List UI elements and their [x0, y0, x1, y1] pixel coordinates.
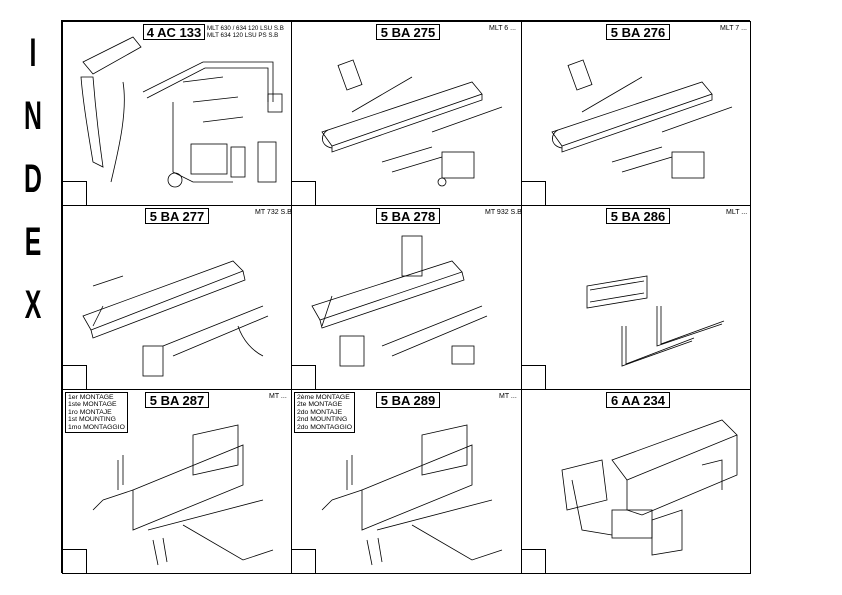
panel-5ba289[interactable]: 2ème MONTAGE 2te MONTAGE 2do MONTAJE 2nd…: [291, 389, 522, 574]
panel-5ba287[interactable]: 1er MONTAGE 1ste MONTAGE 1ro MONTAJE 1st…: [62, 389, 292, 574]
panel-5ba277[interactable]: 5 BA 277 MT 732 S.B: [62, 205, 292, 390]
mounting-note: 2ème MONTAGE 2te MONTAGE 2do MONTAJE 2nd…: [294, 392, 356, 434]
corner-tab: [522, 549, 546, 573]
corner-tab: [63, 365, 87, 389]
montage-line: 2nd MOUNTING: [297, 416, 348, 424]
index-letter: D: [24, 157, 42, 201]
boom-drawing: [551, 59, 733, 179]
panel-6aa234[interactable]: 6 AA 234: [521, 389, 751, 574]
montage-line: 2do MONTAGGIO: [297, 423, 353, 431]
mounting-note: 1er MONTAGE 1ste MONTAGE 1ro MONTAJE 1st…: [65, 392, 128, 434]
montage-line: 1ro MONTAJE: [68, 408, 112, 416]
fork-carriage-drawing: [92, 424, 274, 566]
montage-line: 2te MONTAGE: [297, 401, 343, 409]
montage-line: 2ème MONTAGE: [297, 394, 350, 401]
index-grid: 4 AC 133 MLT 630 / 634 120 LSU S.B MLT 6…: [61, 20, 751, 574]
panel-reference: 5 BA 289: [376, 392, 440, 408]
montage-line: 1er MONTAGE: [68, 394, 114, 401]
index-letter: I: [29, 31, 37, 75]
model-label: MT 732 S.B: [255, 209, 292, 216]
model-label: MT 932 S.B: [485, 209, 522, 216]
panel-5ba286[interactable]: 5 BA 286 MLT ...: [521, 205, 751, 390]
panel-reference: 5 BA 276: [606, 24, 670, 40]
montage-line: 1st MOUNTING: [68, 416, 116, 424]
montage-line: 1ste MONTAGE: [68, 401, 117, 409]
model-label: MLT 630 / 634 120 LSU S.B: [207, 25, 284, 32]
panel-4ac133[interactable]: 4 AC 133 MLT 630 / 634 120 LSU S.B MLT 6…: [62, 21, 292, 206]
boom-drawing: [82, 260, 269, 377]
panel-reference: 5 BA 277: [145, 208, 209, 224]
fork-carriage-drawing: [586, 275, 725, 367]
model-label: MLT ...: [726, 209, 748, 216]
index-title: I N D E X: [18, 22, 48, 337]
model-label: MLT 6 ...: [489, 25, 516, 32]
montage-line: 1mo MONTAGGIO: [68, 423, 125, 431]
corner-tab: [292, 549, 316, 573]
model-label: MLT 634 120 LSU PS S.B: [207, 32, 279, 39]
index-letter: N: [24, 94, 42, 138]
index-letter: X: [24, 283, 42, 327]
panel-reference: 5 BA 275: [376, 24, 440, 40]
chassis-drawing: [561, 419, 738, 556]
panel-reference: 5 BA 286: [606, 208, 670, 224]
boom-drawing: [311, 235, 488, 367]
model-label: MT ...: [269, 393, 287, 400]
montage-line: 2do MONTAJE: [297, 408, 343, 416]
panel-5ba278[interactable]: 5 BA 278 MT 932 S.B: [291, 205, 522, 390]
corner-tab: [63, 549, 87, 573]
fork-carriage-drawing: [321, 424, 503, 566]
model-label: MT ...: [499, 393, 517, 400]
corner-tab: [522, 181, 546, 205]
panel-reference: 6 AA 234: [606, 392, 670, 408]
corner-tab: [522, 365, 546, 389]
corner-tab: [63, 181, 87, 205]
model-list: MLT 630 / 634 120 LSU S.B MLT 634 120 LS…: [207, 25, 284, 39]
panel-5ba275[interactable]: 5 BA 275 MLT 6 ...: [291, 21, 522, 206]
panel-reference: 4 AC 133: [143, 24, 205, 40]
index-letter: E: [24, 220, 42, 264]
model-label: MLT 7 ...: [720, 25, 747, 32]
panel-5ba276[interactable]: 5 BA 276 MLT 7 ...: [521, 21, 751, 206]
boom-drawing: [321, 59, 503, 187]
panel-reference: 5 BA 278: [376, 208, 440, 224]
hydraulic-circuit-drawing: [80, 36, 283, 188]
corner-tab: [292, 365, 316, 389]
corner-tab: [292, 181, 316, 205]
panel-reference: 5 BA 287: [145, 392, 209, 408]
